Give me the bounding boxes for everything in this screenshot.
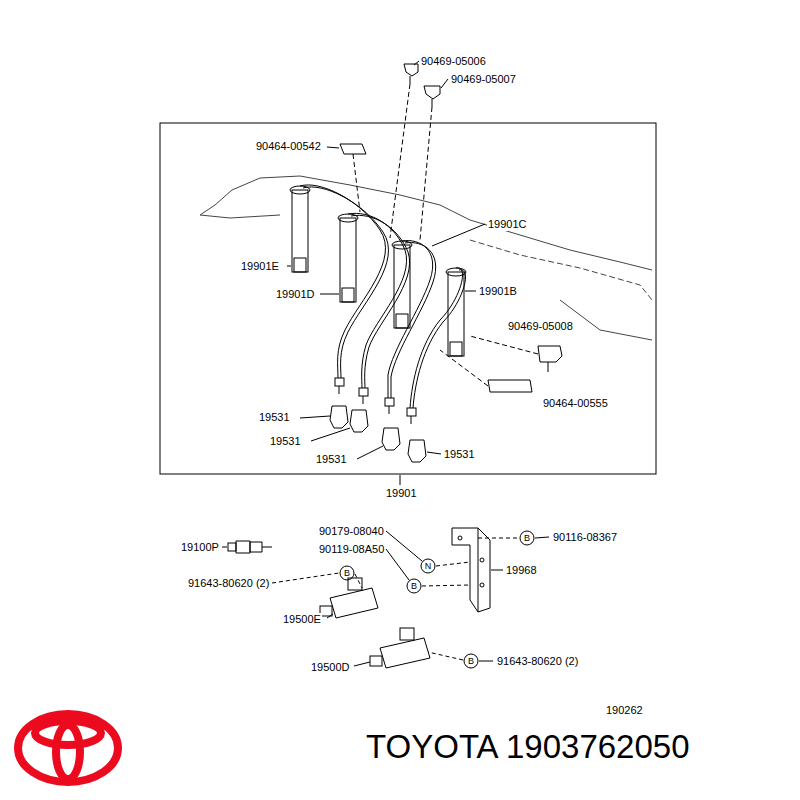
circle-letter: N <box>425 561 432 571</box>
callout-number: 19531 <box>443 448 476 461</box>
callout-number: 19531 <box>269 435 302 448</box>
circle-letter: B <box>468 656 474 666</box>
callout-number: 90179-08040 <box>318 525 385 538</box>
callout-number: 19901D <box>275 288 316 301</box>
callout-number: 19531 <box>258 411 291 424</box>
callout-number: 90116-08367 <box>552 531 618 544</box>
callout-number: 19901 <box>385 487 418 500</box>
callout-number: 91643-80620 (2) <box>496 655 579 668</box>
callout-number: 90119-08A50 <box>318 543 385 556</box>
callout-number: 90469-05007 <box>450 73 517 86</box>
callout-number: 90469-05006 <box>420 55 487 68</box>
callout-number: 19500D <box>310 661 351 674</box>
callout-number: 19100P <box>180 541 220 554</box>
part-caption: TOYOTA 1903762050 <box>366 728 690 766</box>
callout-number: 90469-05008 <box>507 320 574 333</box>
callout-number: 91643-80620 (2) <box>187 577 270 590</box>
callout-number: 19968 <box>505 564 538 577</box>
circle-letter: B <box>411 581 417 591</box>
callout-number: 19531 <box>315 453 348 466</box>
callout-number: 90464-00555 <box>542 397 609 410</box>
circle-letter: B <box>344 568 350 578</box>
callout-number: 19901E <box>240 260 280 273</box>
callout-number: 90464-00542 <box>255 140 322 153</box>
callout-number: 19901B <box>478 285 518 298</box>
callout-number: 190262 <box>605 704 644 717</box>
circle-letter: B <box>524 533 530 543</box>
callout-number: 19901C <box>487 218 528 231</box>
callout-number: 19500E <box>282 613 322 626</box>
